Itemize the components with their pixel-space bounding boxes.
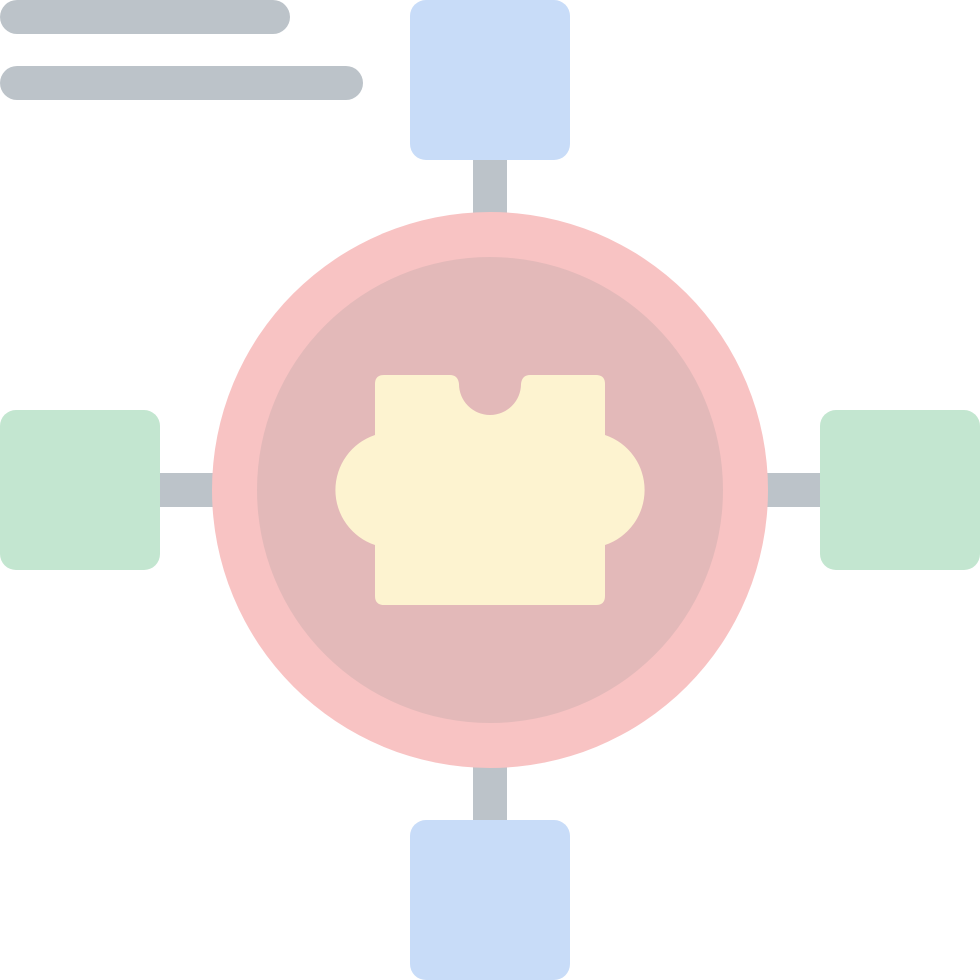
connector-right [762,473,828,507]
node-left [0,410,160,570]
connector-top [473,152,507,218]
puzzle-piece-icon [335,375,645,605]
connectors [152,152,828,828]
connector-left [152,473,218,507]
node-top [410,0,570,160]
node-bottom [410,820,570,980]
connector-bottom [473,762,507,828]
text-lines-icon [0,0,363,100]
node-right [820,410,980,570]
